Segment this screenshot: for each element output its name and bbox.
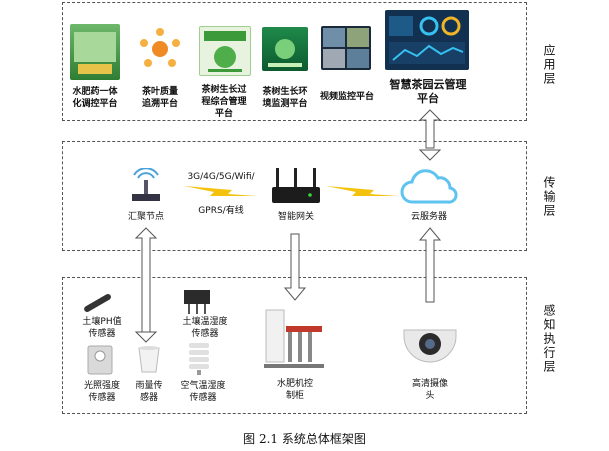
rain-gauge-sensor-label: 雨量传 感器 <box>135 381 163 403</box>
cloud-server-icon <box>398 168 460 206</box>
camera-cloud-arrow <box>418 227 442 303</box>
smart-gateway-icon <box>270 167 322 207</box>
soil-temp-humidity-sensor-label: 土壤温湿度 传感器 <box>182 317 228 339</box>
gateway-cabinet-arrow <box>283 233 307 301</box>
node-perception-arrow <box>134 227 158 343</box>
soil-ph-sensor-label: 土壤PH值 传感器 <box>82 317 122 339</box>
smart-gateway-label: 智能网关 <box>277 212 314 222</box>
perception-layer-title: 感知执行层 <box>542 304 556 374</box>
light-intensity-sensor-icon <box>85 342 115 376</box>
fertigation-platform-label: 水肥药一体 化调控平台 <box>72 87 118 109</box>
hd-camera-icon <box>400 320 460 366</box>
fertigation-platform-thumbnail <box>70 24 120 80</box>
figure-caption: 图 2.1 系统总体框架图 <box>243 432 366 446</box>
aggregation-node-icon <box>128 168 164 206</box>
hd-camera-label: 高清摄像 头 <box>411 379 448 401</box>
application-layer-title: 应用层 <box>542 44 556 86</box>
soil-temp-humidity-sensor-icon <box>182 288 212 316</box>
application-layer <box>62 2 527 121</box>
cloud-application-arrow <box>418 109 442 161</box>
wireless-link-left <box>184 186 256 196</box>
air-temp-humidity-sensor-label: 空气温湿度 传感器 <box>180 381 226 403</box>
wireless-protocols-label: 3G/4G/5G/Wifi/ <box>187 172 255 182</box>
cloud-management-thumbnail <box>385 10 469 70</box>
quality-traceability-thumbnail <box>139 26 181 72</box>
light-intensity-sensor-label: 光照强度 传感器 <box>83 381 120 403</box>
quality-traceability-label: 茶叶质量 追溯平台 <box>141 87 178 109</box>
video-surveillance-label: 视频监控平台 <box>319 92 374 102</box>
cloud-management-label: 智慧茶园云管理 平台 <box>389 78 467 105</box>
video-surveillance-thumbnail <box>321 26 371 70</box>
rain-gauge-sensor-icon <box>135 344 163 376</box>
growth-management-label: 茶树生长过 程综合管理 平台 <box>201 85 247 119</box>
transport-layer-title: 传输层 <box>542 176 556 218</box>
wired-protocols-label: GPRS/有线 <box>198 206 244 216</box>
environment-monitoring-label: 茶树生长环 境监测平台 <box>262 87 308 109</box>
aggregation-node-label: 汇聚节点 <box>127 212 164 222</box>
soil-ph-sensor-icon <box>84 288 118 314</box>
fertigation-control-cabinet-icon <box>264 302 326 372</box>
cloud-server-label: 云服务器 <box>410 212 447 222</box>
fertigation-control-cabinet-label: 水肥机控 制柜 <box>276 379 313 401</box>
air-temp-humidity-sensor-icon <box>186 340 212 376</box>
growth-management-thumbnail <box>199 26 251 76</box>
environment-monitoring-thumbnail <box>262 27 308 71</box>
wireless-link-right <box>326 186 398 196</box>
